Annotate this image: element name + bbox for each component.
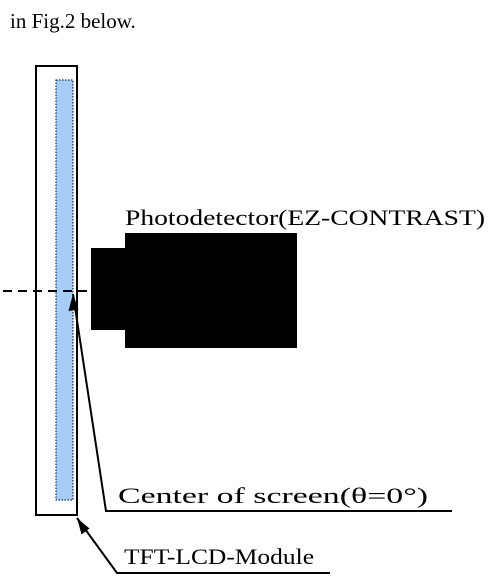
module-arrowhead [77,518,90,535]
center-of-screen-arrowhead [68,294,79,311]
photodetector-lens [91,248,126,330]
photodetector-label: Photodetector(EZ-CONTRAST) [125,205,485,230]
photodetector-body [125,233,297,348]
center-of-screen-leader [72,293,452,512]
center-of-screen-label: Center of screen(θ=0°) [118,483,428,508]
intro-text: in Fig.2 below. [10,9,136,33]
tft-lcd-module-label: TFT-LCD-Module [124,544,314,569]
module-leader [76,517,330,574]
